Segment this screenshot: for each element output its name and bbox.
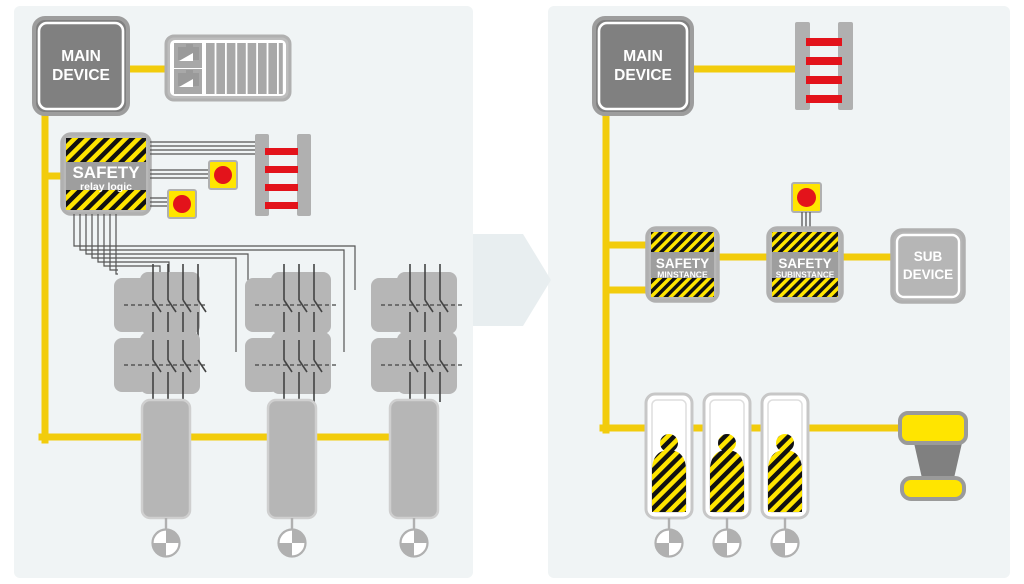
light-curtain-beams xyxy=(265,148,298,209)
drive-hazard-figure xyxy=(652,434,686,512)
transition-arrow xyxy=(473,234,551,326)
safety-main-title: SAFETY xyxy=(656,256,709,271)
contactor-cell xyxy=(371,332,465,402)
motor-symbol-icon xyxy=(151,528,181,558)
right-panel-content: MAIN DEVICE xyxy=(592,16,968,558)
left-safety-signal-wires xyxy=(150,141,256,207)
contactor-group-3 xyxy=(371,264,465,402)
estop-dome-icon xyxy=(797,188,816,207)
right-safety-main-instance[interactable]: SAFETY MINSTANCE xyxy=(645,226,720,303)
sub-device-label-1: SUB xyxy=(914,249,943,264)
contactor-cell xyxy=(371,264,465,348)
estop-dome-icon xyxy=(214,166,232,184)
right-drive-3[interactable] xyxy=(760,392,810,558)
safety-sub-title: SAFETY xyxy=(778,256,831,271)
left-safety-relay-logic[interactable]: SAFETY relay logic xyxy=(60,132,152,216)
contactor-group-2 xyxy=(245,264,339,402)
right-estop[interactable] xyxy=(791,182,822,213)
contactor-cell xyxy=(245,332,339,402)
right-main-device-label-1: MAIN xyxy=(623,48,663,65)
motor-symbol-icon xyxy=(770,528,800,558)
left-contactor-bank xyxy=(114,264,465,402)
safety-sub-subtitle: SUBINSTANCE xyxy=(776,271,835,280)
left-estop-lower[interactable] xyxy=(167,189,197,219)
left-main-device-label-1: MAIN xyxy=(61,48,101,65)
contactor-cell xyxy=(114,332,208,402)
left-safety-relay-subtitle: relay logic xyxy=(80,181,132,193)
left-motor-stack-3[interactable] xyxy=(388,398,440,558)
motor-symbol-icon xyxy=(712,528,742,558)
right-main-device[interactable]: MAIN DEVICE xyxy=(592,16,694,116)
left-motor-stack-1[interactable] xyxy=(140,398,192,558)
rack-cpu-modules xyxy=(174,43,202,94)
drive-hazard-figure xyxy=(710,434,744,512)
estop-dome-icon xyxy=(173,195,191,213)
light-curtain-beams xyxy=(806,38,842,103)
left-estop-upper[interactable] xyxy=(208,160,238,190)
right-press-tool[interactable] xyxy=(898,411,968,501)
left-panel-content: MAIN DEVICE xyxy=(32,16,465,558)
drive-hazard-figure xyxy=(768,434,802,512)
left-motor-stack-2[interactable] xyxy=(266,398,318,558)
left-main-device-label-2: DEVICE xyxy=(52,67,110,84)
right-sub-device[interactable]: SUB DEVICE xyxy=(890,228,966,304)
right-estop-wires xyxy=(801,212,811,229)
right-drive-1[interactable] xyxy=(644,392,694,558)
right-main-device-label-2: DEVICE xyxy=(614,67,672,84)
right-light-curtain xyxy=(795,22,853,110)
contactor-cell xyxy=(245,264,339,348)
safety-main-subtitle: MINSTANCE xyxy=(657,270,708,280)
motor-symbol-icon xyxy=(399,528,429,558)
contactor-group-1 xyxy=(114,264,208,402)
sub-device-label-2: DEVICE xyxy=(903,267,953,282)
right-drive-2[interactable] xyxy=(702,392,752,558)
motor-symbol-icon xyxy=(654,528,684,558)
rack-slot-cards xyxy=(206,43,283,94)
left-main-device[interactable]: MAIN DEVICE xyxy=(32,16,130,116)
left-safety-relay-title: SAFETY xyxy=(72,163,140,182)
motor-symbol-icon xyxy=(277,528,307,558)
left-io-rack[interactable] xyxy=(164,34,292,102)
left-light-curtain xyxy=(255,134,311,216)
right-safety-sub-instance[interactable]: SAFETY SUBINSTANCE xyxy=(766,226,844,303)
